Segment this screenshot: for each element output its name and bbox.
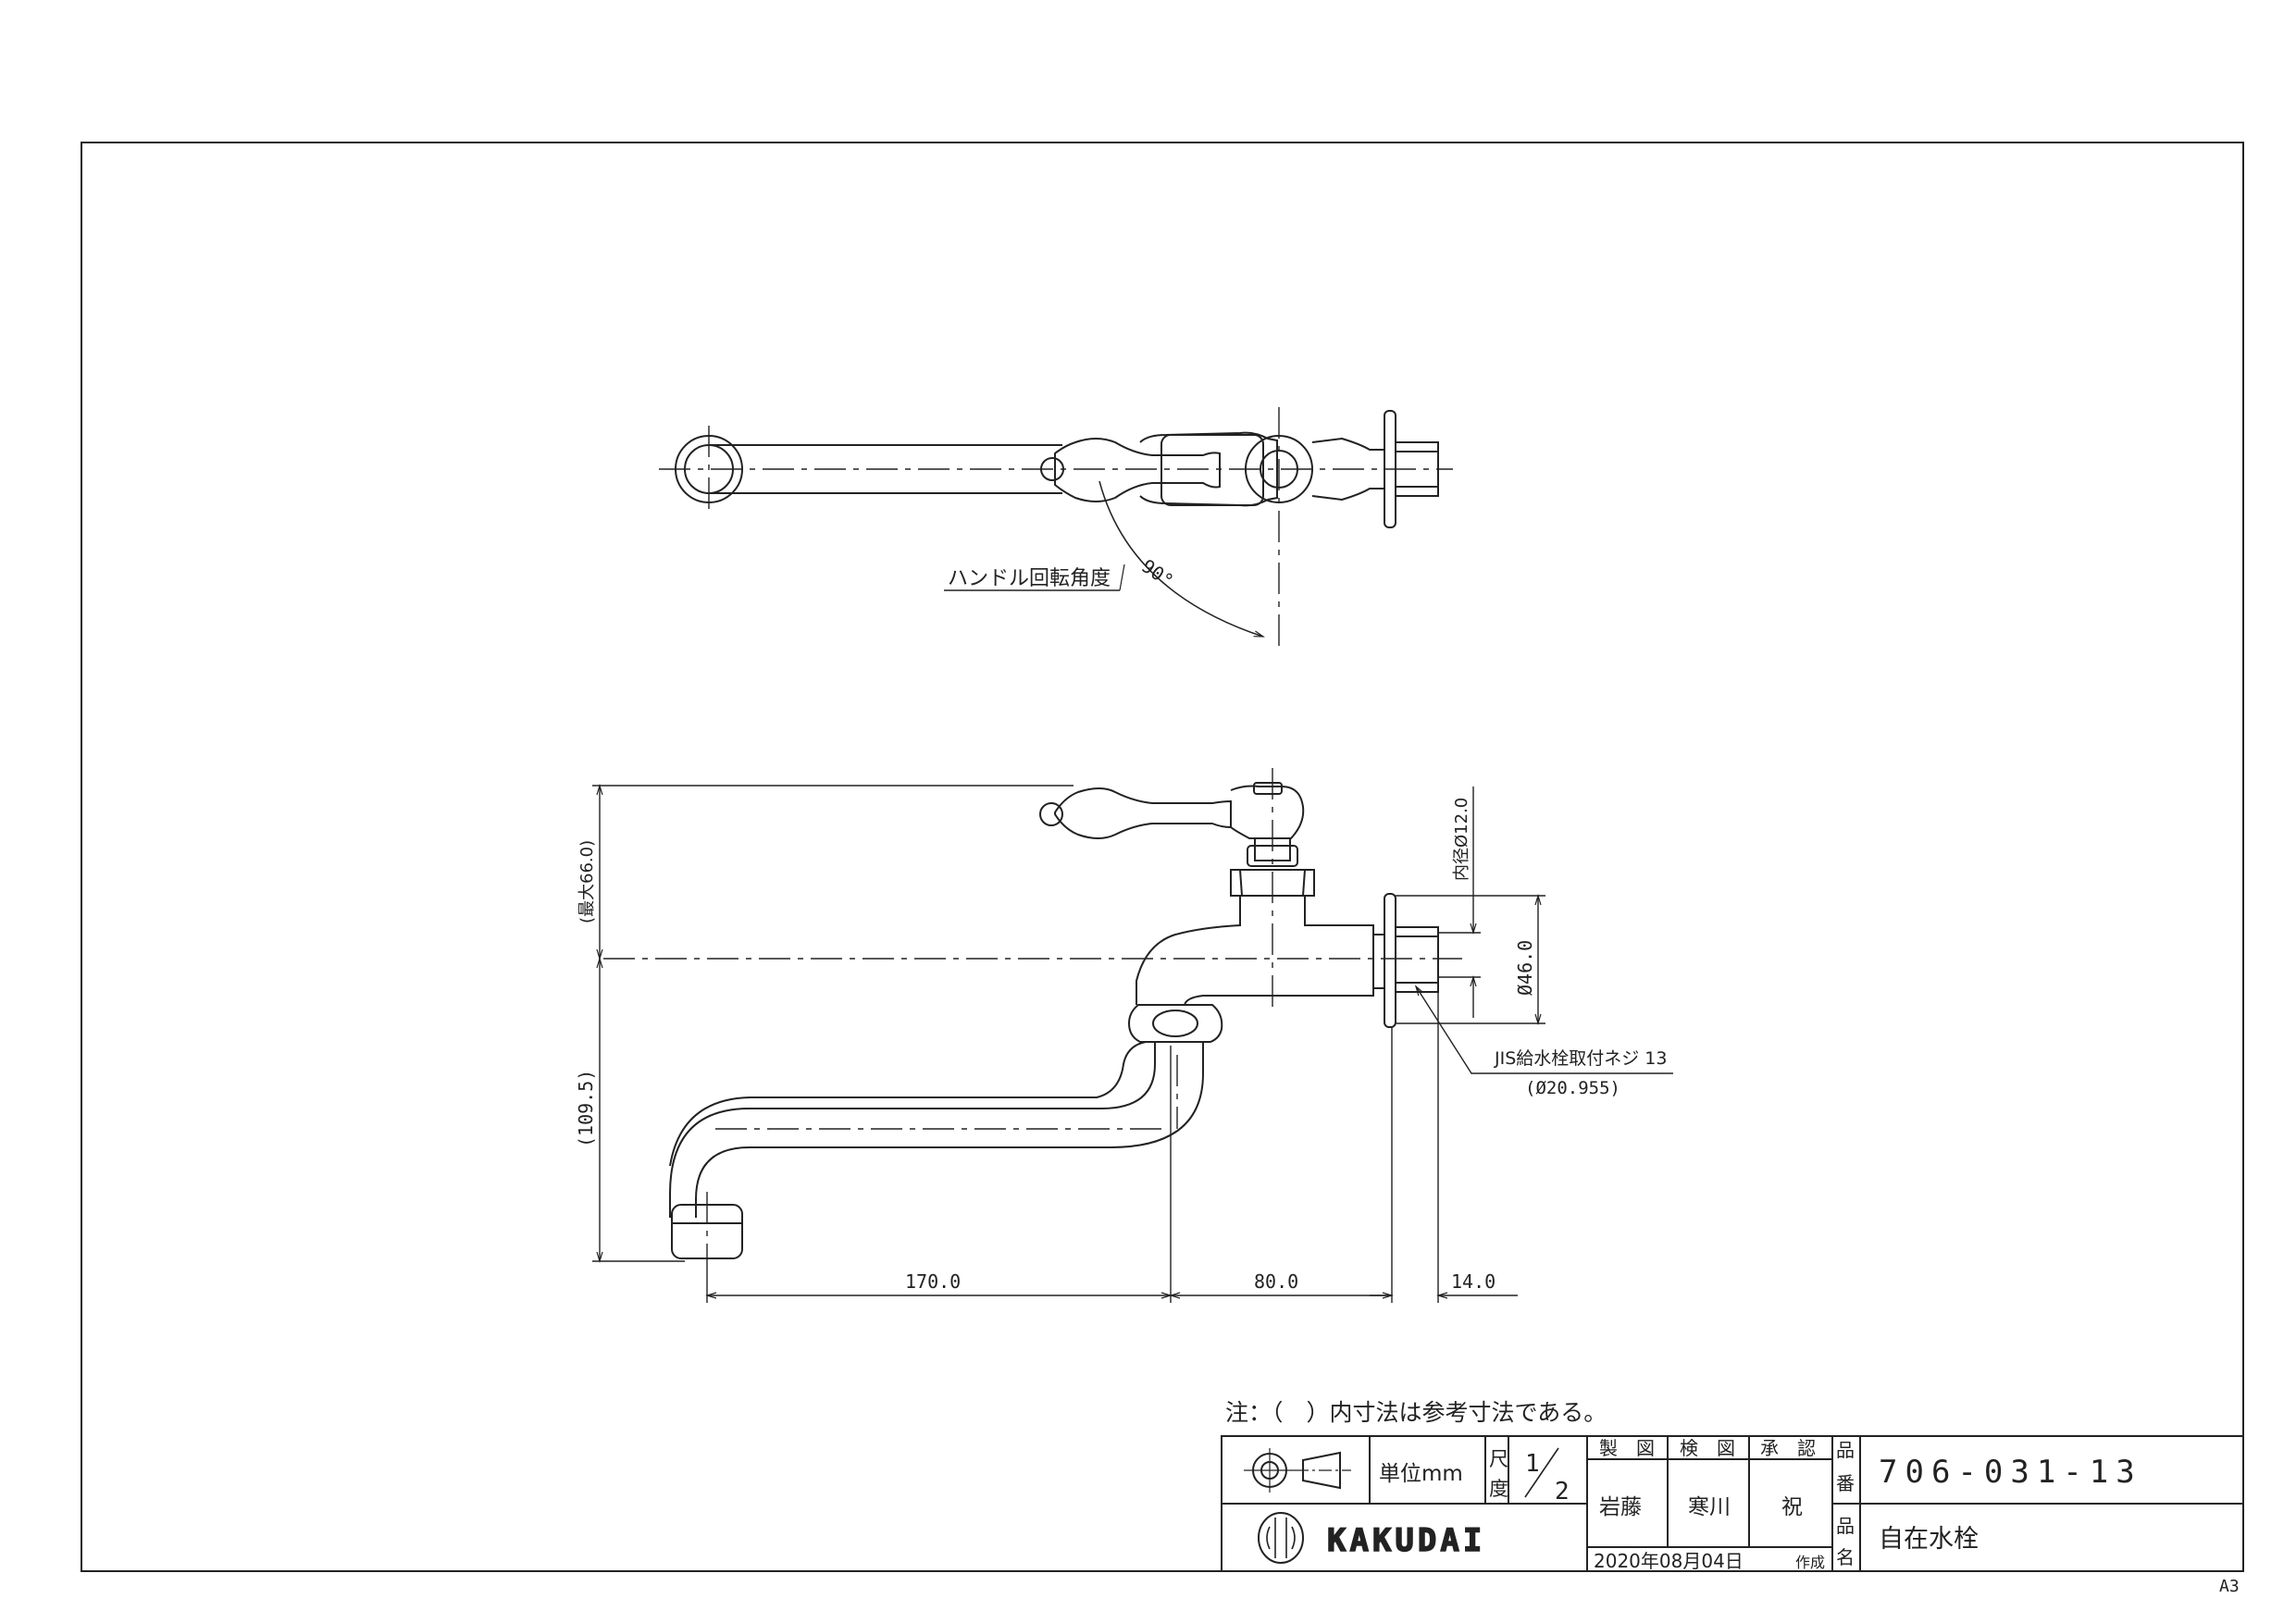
rotation-angle-arc <box>1098 480 1263 638</box>
swivel-nut <box>1127 1004 1223 1043</box>
dim-flange-dia: Ø46.0 <box>1514 940 1536 996</box>
valve-body <box>1136 896 1374 1006</box>
kakudai-logo-mark <box>1258 1512 1304 1564</box>
name-label-1: 品 <box>1836 1515 1855 1537</box>
approved-label: 承 認 <box>1760 1437 1816 1459</box>
dim-body: 80.0 <box>1254 1270 1298 1293</box>
title-block <box>1221 1435 2244 1572</box>
handle-lever-top <box>1054 438 1221 502</box>
handle-rotation-label: ハンドル回転角度 <box>948 567 1111 590</box>
reference-note: 注：（ ）内寸法は参考寸法である。 <box>1225 1399 1607 1426</box>
part-no-label-1: 品 <box>1836 1439 1855 1461</box>
part-no: 706-031-13 <box>1879 1454 2142 1491</box>
dim-max-height: (最大66.0) <box>577 840 597 923</box>
title-block-text: 単位mm 尺 度 1 2 製 図 検 図 承 認 岩藤 寒川 祝 2020年08… <box>1326 1437 2142 1572</box>
drawn-by: 岩藤 <box>1599 1495 1642 1519</box>
created-label: 作成 <box>1795 1554 1825 1571</box>
scale-den: 2 <box>1555 1478 1570 1505</box>
spout-outer <box>695 1042 1204 1218</box>
dimensions <box>592 786 1673 1303</box>
product-name: 自在水栓 <box>1879 1525 1979 1554</box>
dim-spout-drop: (109.5) <box>575 1070 597 1147</box>
part-no-label-2: 番 <box>1836 1472 1855 1494</box>
thread-spec: JIS給水栓取付ネジ 13 <box>1494 1048 1667 1069</box>
dim-thread-len: 14.0 <box>1451 1270 1496 1293</box>
checked-label: 検 図 <box>1680 1437 1735 1459</box>
handle-lever-front <box>1054 787 1232 839</box>
sheet-border <box>81 142 2244 1572</box>
checked-by: 寒川 <box>1688 1495 1731 1519</box>
approved-by: 祝 <box>1781 1495 1803 1519</box>
date-text: 2020年08月04日 <box>1594 1550 1744 1572</box>
scale-label-1: 尺 <box>1489 1448 1508 1470</box>
dim-inner-dia: 内径Ø12.0 <box>1452 798 1471 881</box>
front-view <box>669 782 1439 1259</box>
spout-inner <box>669 1042 1156 1218</box>
scale-label-2: 度 <box>1489 1478 1508 1500</box>
drawn-label: 製 図 <box>1599 1437 1655 1459</box>
dim-spout-reach: 170.0 <box>905 1270 961 1293</box>
sheet-size: A3 <box>2219 1577 2240 1596</box>
name-label-2: 名 <box>1836 1546 1855 1568</box>
brand-name: KAKUDAI <box>1327 1522 1485 1559</box>
scale-num: 1 <box>1525 1450 1540 1478</box>
flange-front <box>1384 893 1396 1028</box>
thread-dia: (Ø20.955) <box>1525 1078 1620 1098</box>
rotation-angle-text: 90° <box>1137 554 1177 591</box>
unit-label: 単位mm <box>1379 1462 1463 1486</box>
